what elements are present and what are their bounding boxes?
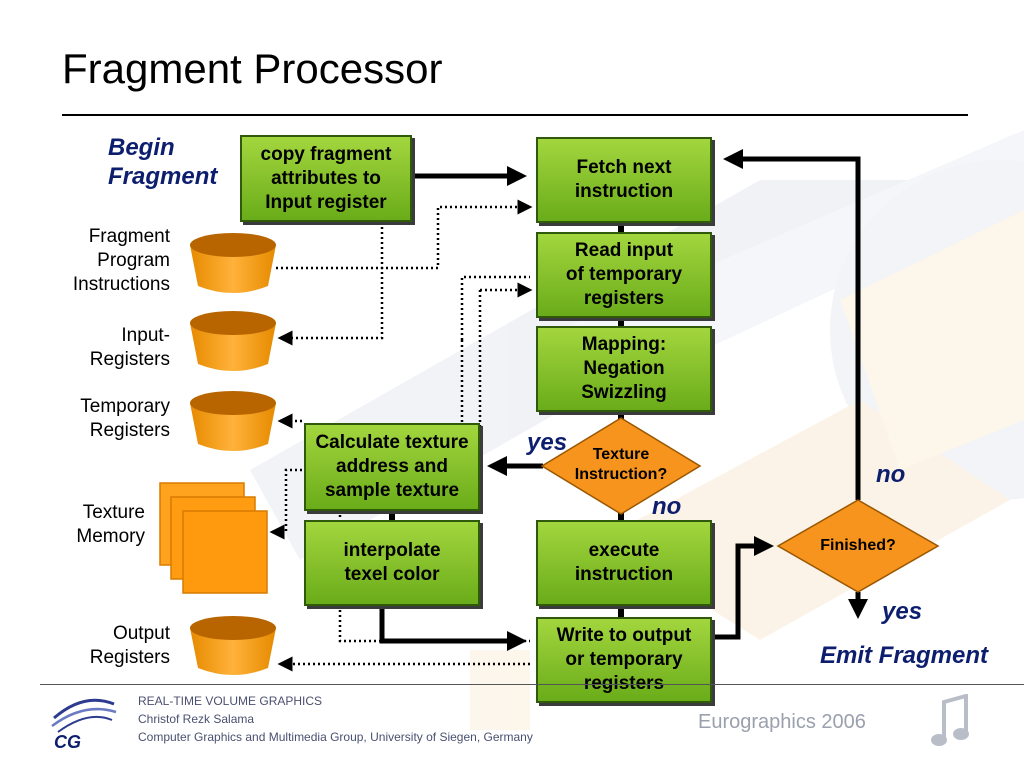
footer-affiliation: Computer Graphics and Multimedia Group, … bbox=[138, 730, 533, 744]
slide-title: Fragment Processor bbox=[62, 45, 443, 92]
input-registers-cylinder bbox=[190, 311, 276, 371]
texture-instruction-diamond bbox=[540, 417, 702, 515]
footer-course-title: REAL-TIME VOLUME GRAPHICS bbox=[138, 694, 323, 708]
footer-author: Christof Rezk Salama bbox=[138, 712, 255, 726]
texture-memory-stack bbox=[159, 482, 268, 594]
calculate-texture-box: Calculate texture address and sample tex… bbox=[304, 423, 480, 511]
cg-logo: CG bbox=[51, 698, 117, 752]
finished-label: Finished? bbox=[820, 537, 896, 554]
finished-no-loop-arrow bbox=[723, 149, 861, 500]
footer-divider bbox=[40, 684, 1024, 685]
cg-logo-text: CG bbox=[54, 732, 81, 752]
fragment-program-cylinder bbox=[190, 233, 276, 293]
footer-event: Eurographics 2006 bbox=[698, 711, 866, 733]
output-registers-label: Output Registers bbox=[89, 623, 170, 668]
texture-yes-label: yes bbox=[527, 429, 568, 456]
write-output-box: Write to output or temporary registers bbox=[536, 617, 712, 703]
interpolate-to-write-arrow bbox=[379, 606, 527, 651]
texture-no-label: no bbox=[652, 493, 682, 520]
write-to-finished-arrow bbox=[712, 536, 774, 640]
output-registers-cylinder bbox=[190, 616, 276, 675]
begin-fragment-label: Begin Fragment bbox=[108, 134, 218, 190]
texture-instruction-label: Texture Instruction? bbox=[574, 446, 668, 483]
music-note-icon bbox=[931, 694, 969, 746]
finished-yes-label: yes bbox=[882, 598, 923, 625]
temporary-registers-cylinder bbox=[190, 391, 276, 451]
interpolate-texel-box: interpolate texel color bbox=[304, 520, 480, 606]
read-input-box: Read input of temporary registers bbox=[536, 232, 712, 318]
finished-diamond bbox=[776, 499, 940, 593]
mapping-box: Mapping: Negation Swizzling bbox=[536, 326, 712, 412]
finished-no-label: no bbox=[876, 461, 906, 488]
emit-fragment-label: Emit Fragment bbox=[820, 642, 989, 669]
input-registers-label: Input- Registers bbox=[89, 325, 170, 370]
fetch-next-instruction-box: Fetch next instruction bbox=[536, 137, 712, 223]
temporary-registers-label: Temporary Registers bbox=[80, 396, 170, 441]
copy-fragment-box: copy fragment attributes to Input regist… bbox=[240, 135, 412, 222]
fragment-program-instructions-label: Fragment Program Instructions bbox=[72, 226, 170, 295]
title-divider bbox=[62, 114, 968, 116]
execute-instruction-box: execute instruction bbox=[536, 520, 712, 606]
texture-memory-label: Texture Memory bbox=[76, 502, 145, 547]
